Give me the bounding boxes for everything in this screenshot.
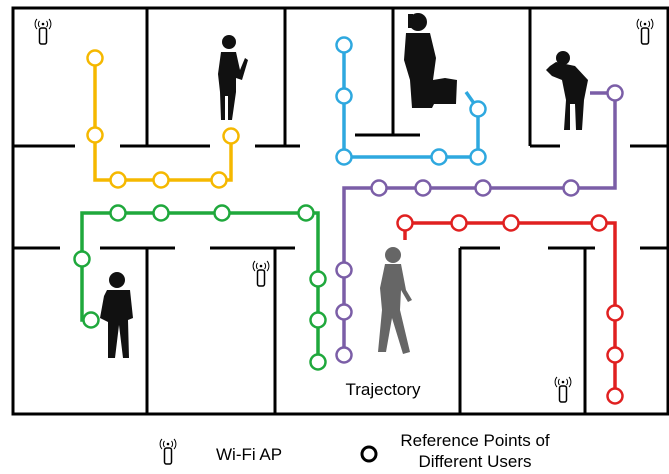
reference-point-icon [86, 49, 104, 67]
reference-point-icon [210, 171, 228, 189]
wifi-ap-icon [34, 18, 52, 45]
reference-point-icon [606, 84, 624, 102]
reference-point-icon [606, 346, 624, 364]
reference-point-icon [152, 204, 170, 222]
reference-point-icon [396, 214, 414, 232]
reference-point-icon [606, 387, 624, 405]
reference-point-icon [109, 204, 127, 222]
wifi-ap-icon [252, 260, 270, 287]
reference-point-icon [309, 270, 327, 288]
reference-point-icon [82, 311, 100, 329]
reference-point-icon [335, 148, 353, 166]
reference-point-icon [590, 214, 608, 232]
legend-reference-points-line2: Different Users [418, 452, 531, 471]
reference-point-icon [335, 87, 353, 105]
person-silhouette [218, 35, 248, 120]
reference-point-icon [152, 171, 170, 189]
reference-point-icon [370, 179, 388, 197]
reference-point-icon [73, 250, 91, 268]
trajectory-purple [335, 84, 624, 364]
wifi-ap-icon [159, 438, 177, 465]
wifi-ap-icon [636, 18, 654, 45]
reference-point-icon [335, 261, 353, 279]
reference-point-icon [360, 445, 378, 463]
reference-point-icon [222, 127, 240, 145]
trajectory-green [73, 204, 327, 371]
reference-point-icon [430, 148, 448, 166]
person-silhouette [404, 13, 457, 108]
legend-reference-points-line1: Reference Points of [400, 431, 550, 450]
reference-point-icon [297, 204, 315, 222]
reference-point-icon [213, 204, 231, 222]
reference-point-icon [309, 311, 327, 329]
reference-point-icon [335, 303, 353, 321]
floor-walls [11, 6, 669, 416]
reference-point-icon [502, 214, 520, 232]
reference-point-icon [469, 148, 487, 166]
wifi-ap-icon [554, 376, 572, 403]
trajectory-yellow [86, 49, 240, 189]
reference-point-icon [309, 353, 327, 371]
trajectory-red [396, 214, 624, 405]
reference-point-icon [414, 179, 432, 197]
reference-point-icon [450, 214, 468, 232]
reference-point-icon [474, 179, 492, 197]
trajectory-blue [335, 36, 487, 166]
person-silhouette [378, 247, 412, 354]
reference-point-icon [335, 36, 353, 54]
person-silhouette [546, 51, 588, 130]
reference-point-icon [335, 346, 353, 364]
person-silhouette [100, 272, 133, 358]
reference-point-icon [562, 179, 580, 197]
legend-wifi-ap-label: Wi-Fi AP [216, 445, 282, 464]
legend: Wi-Fi AP Reference Points of Different U… [159, 431, 550, 471]
reference-point-icon [109, 171, 127, 189]
reference-point-icon [606, 304, 624, 322]
trajectory-label: Trajectory [346, 380, 421, 399]
reference-point-icon [469, 100, 487, 118]
reference-point-icon [86, 126, 104, 144]
